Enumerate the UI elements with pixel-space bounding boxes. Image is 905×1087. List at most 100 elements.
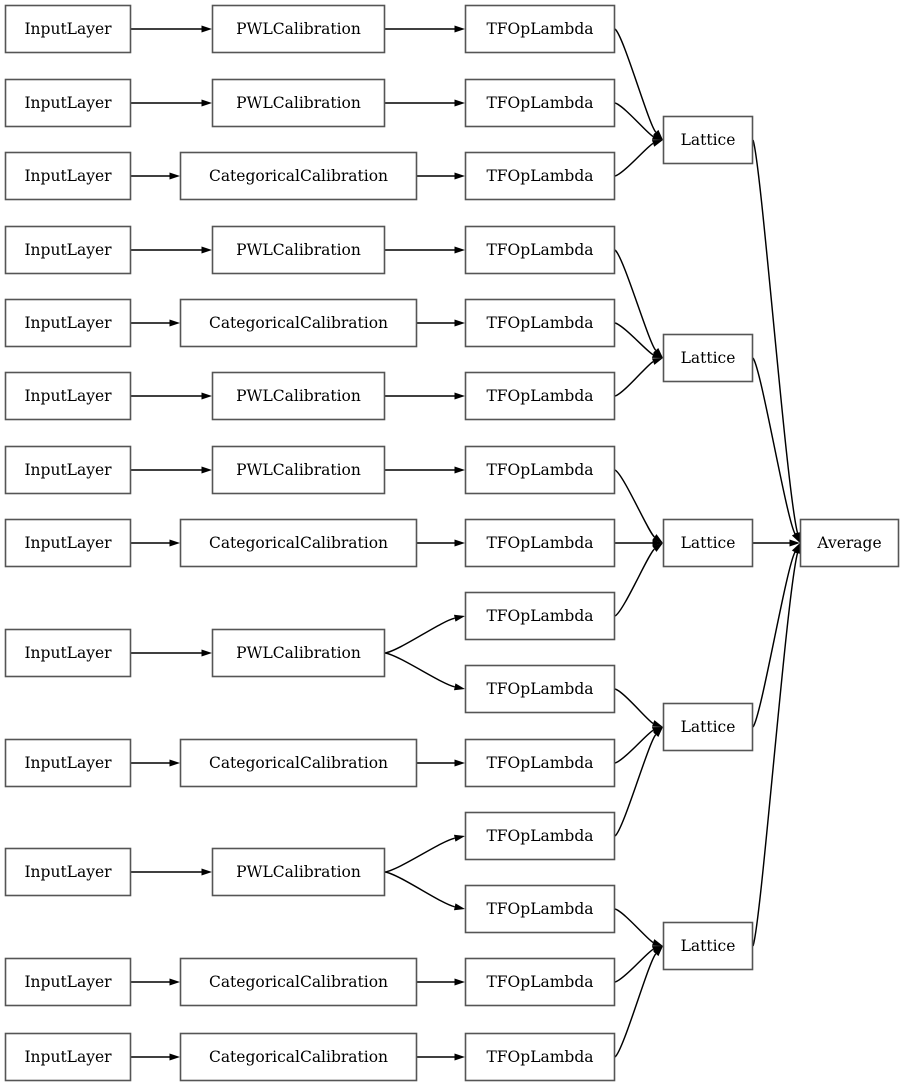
node-box[interactable] (179, 151, 418, 201)
node-box[interactable] (464, 957, 616, 1007)
node-box[interactable] (179, 957, 418, 1007)
node-box[interactable] (179, 1032, 418, 1082)
node-box[interactable] (4, 78, 132, 128)
node-tfop-lambda-op3[interactable]: TFOpLambda (464, 151, 616, 201)
node-box[interactable] (4, 738, 132, 788)
node-pwlcalibration-cal11[interactable]: PWLCalibration (211, 847, 386, 897)
node-tfop-lambda-op11[interactable]: TFOpLambda (464, 738, 616, 788)
node-tfop-lambda-op4[interactable]: TFOpLambda (464, 225, 616, 275)
node-pwlcalibration-cal9[interactable]: PWLCalibration (211, 628, 386, 678)
node-box[interactable] (662, 921, 754, 971)
node-box[interactable] (4, 371, 132, 421)
node-input-layer-in7[interactable]: InputLayer (4, 445, 132, 495)
node-box[interactable] (464, 591, 616, 641)
node-box[interactable] (4, 225, 132, 275)
node-box[interactable] (464, 811, 616, 861)
node-categorical-calibration-cal12[interactable]: CategoricalCalibration (179, 957, 418, 1007)
node-box[interactable] (211, 445, 386, 495)
node-input-layer-in12[interactable]: InputLayer (4, 957, 132, 1007)
node-box[interactable] (4, 1032, 132, 1082)
node-box[interactable] (464, 518, 616, 568)
node-lattice-lat3[interactable]: Lattice (662, 518, 754, 568)
node-tfop-lambda-op2[interactable]: TFOpLambda (464, 78, 616, 128)
arrowhead-icon (652, 539, 663, 547)
node-tfop-lambda-op14[interactable]: TFOpLambda (464, 957, 616, 1007)
node-pwlcalibration-cal7[interactable]: PWLCalibration (211, 445, 386, 495)
node-input-layer-in1[interactable]: InputLayer (4, 4, 132, 54)
node-categorical-calibration-cal10[interactable]: CategoricalCalibration (179, 738, 418, 788)
node-lattice-lat4[interactable]: Lattice (662, 702, 754, 752)
node-box[interactable] (4, 957, 132, 1007)
node-box[interactable] (211, 628, 386, 678)
node-tfop-lambda-op9[interactable]: TFOpLambda (464, 591, 616, 641)
node-pwlcalibration-cal2[interactable]: PWLCalibration (211, 78, 386, 128)
node-tfop-lambda-op1[interactable]: TFOpLambda (464, 4, 616, 54)
node-box[interactable] (464, 225, 616, 275)
node-box[interactable] (211, 225, 386, 275)
node-box[interactable] (464, 884, 616, 934)
node-box[interactable] (4, 628, 132, 678)
node-box[interactable] (179, 738, 418, 788)
node-input-layer-in2[interactable]: InputLayer (4, 78, 132, 128)
node-input-layer-in8[interactable]: InputLayer (4, 518, 132, 568)
node-box[interactable] (464, 371, 616, 421)
node-categorical-calibration-cal8[interactable]: CategoricalCalibration (179, 518, 418, 568)
node-tfop-lambda-op13[interactable]: TFOpLambda (464, 884, 616, 934)
node-box[interactable] (4, 298, 132, 348)
node-categorical-calibration-cal3[interactable]: CategoricalCalibration (179, 151, 418, 201)
node-box[interactable] (179, 518, 418, 568)
node-tfop-lambda-op6[interactable]: TFOpLambda (464, 371, 616, 421)
node-box[interactable] (799, 518, 900, 568)
node-tfop-lambda-op15[interactable]: TFOpLambda (464, 1032, 616, 1082)
node-input-layer-in13[interactable]: InputLayer (4, 1032, 132, 1082)
node-pwlcalibration-cal6[interactable]: PWLCalibration (211, 371, 386, 421)
node-input-layer-in5[interactable]: InputLayer (4, 298, 132, 348)
node-box[interactable] (464, 664, 616, 714)
node-box[interactable] (464, 151, 616, 201)
node-pwlcalibration-cal4[interactable]: PWLCalibration (211, 225, 386, 275)
node-box[interactable] (662, 333, 754, 383)
node-box[interactable] (4, 4, 132, 54)
node-label: InputLayer (24, 973, 112, 991)
node-input-layer-in11[interactable]: InputLayer (4, 847, 132, 897)
node-box[interactable] (179, 298, 418, 348)
node-categorical-calibration-cal13[interactable]: CategoricalCalibration (179, 1032, 418, 1082)
node-box[interactable] (662, 518, 754, 568)
node-box[interactable] (211, 4, 386, 54)
node-box[interactable] (211, 78, 386, 128)
node-tfop-lambda-op8[interactable]: TFOpLambda (464, 518, 616, 568)
node-box[interactable] (662, 115, 754, 165)
node-box[interactable] (464, 738, 616, 788)
node-box[interactable] (464, 4, 616, 54)
node-box[interactable] (662, 702, 754, 752)
node-box[interactable] (464, 1032, 616, 1082)
node-categorical-calibration-cal5[interactable]: CategoricalCalibration (179, 298, 418, 348)
node-tfop-lambda-op10[interactable]: TFOpLambda (464, 664, 616, 714)
node-box[interactable] (211, 847, 386, 897)
node-box[interactable] (4, 445, 132, 495)
node-tfop-lambda-op12[interactable]: TFOpLambda (464, 811, 616, 861)
node-label: CategoricalCalibration (209, 167, 388, 185)
node-input-layer-in3[interactable]: InputLayer (4, 151, 132, 201)
node-lattice-lat2[interactable]: Lattice (662, 333, 754, 383)
node-box[interactable] (4, 151, 132, 201)
node-input-layer-in10[interactable]: InputLayer (4, 738, 132, 788)
node-label: CategoricalCalibration (209, 534, 388, 552)
node-box[interactable] (464, 298, 616, 348)
node-box[interactable] (211, 371, 386, 421)
node-box[interactable] (464, 78, 616, 128)
node-lattice-lat5[interactable]: Lattice (662, 921, 754, 971)
node-box[interactable] (4, 518, 132, 568)
node-pwlcalibration-cal1[interactable]: PWLCalibration (211, 4, 386, 54)
node-average-avg[interactable]: Average (799, 518, 900, 568)
node-input-layer-in4[interactable]: InputLayer (4, 225, 132, 275)
arrowhead-icon (454, 392, 465, 400)
node-box[interactable] (4, 847, 132, 897)
node-tfop-lambda-op7[interactable]: TFOpLambda (464, 445, 616, 495)
node-input-layer-in6[interactable]: InputLayer (4, 371, 132, 421)
node-lattice-lat1[interactable]: Lattice (662, 115, 754, 165)
node-box[interactable] (464, 445, 616, 495)
edge-path (614, 249, 657, 351)
node-input-layer-in9[interactable]: InputLayer (4, 628, 132, 678)
node-tfop-lambda-op5[interactable]: TFOpLambda (464, 298, 616, 348)
